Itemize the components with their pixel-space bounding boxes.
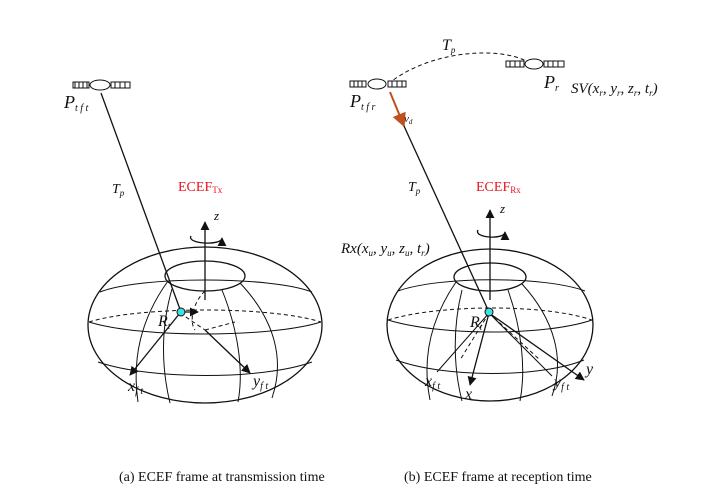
path-label-right: Tp — [408, 180, 421, 196]
signal-path-right — [403, 125, 490, 313]
z-label-right: z — [499, 201, 505, 216]
signal-path-left — [100, 92, 182, 313]
receiver-label-left: Rt — [157, 313, 171, 331]
y-axis-label-left: yf t — [251, 373, 268, 392]
rotation-arrow-left — [190, 235, 227, 247]
z-label-left: z — [213, 208, 219, 223]
satellite-icon — [349, 78, 407, 90]
velocity-arrow — [389, 91, 406, 128]
y-ft-label-right: yf t — [552, 374, 569, 393]
satellite-label-left: Pt f t — [63, 92, 89, 114]
orbit-arc — [387, 52, 529, 85]
left-panel: z Pt f t Tp ECEFTx Rt — [63, 79, 325, 485]
satellite-icon — [505, 58, 565, 70]
y-axis-right — [488, 312, 585, 381]
y-axis-left — [204, 329, 251, 374]
receiver-dot-left — [176, 307, 186, 317]
frame-label-right: ECEFRx — [476, 180, 521, 195]
receiver-label-right: Rt — [469, 314, 483, 332]
rx-position-label: Rx(xu, yu, zu, tr) — [340, 241, 430, 258]
receiver-dot-right — [484, 307, 494, 317]
x-label-right: x — [464, 386, 472, 403]
frame-label-left: ECEFTx — [178, 180, 223, 195]
x-axis-left — [129, 312, 181, 376]
right-panel: z Tp — [340, 37, 658, 485]
caption-left: (a) ECEF frame at transmission time — [119, 470, 325, 485]
x-axis-label-left: xf t — [127, 378, 143, 397]
path-label-left: Tp — [112, 182, 125, 198]
x-axis-right — [467, 312, 490, 386]
y-label-right: y — [584, 361, 594, 378]
caption-right: (b) ECEF frame at reception time — [404, 470, 592, 485]
satellite-icon — [72, 79, 131, 91]
orbit-label: Tp — [442, 37, 456, 55]
velocity-label: vd — [404, 113, 413, 126]
sv-label: SV(xr, yr, zr, tr) — [571, 81, 658, 98]
rotation-arrow-right — [477, 229, 510, 241]
sat-tx-label: Pt f r — [349, 91, 376, 113]
x-ft-label-right: xf t — [424, 373, 440, 392]
sat-rx-label: Pr — [543, 72, 559, 94]
